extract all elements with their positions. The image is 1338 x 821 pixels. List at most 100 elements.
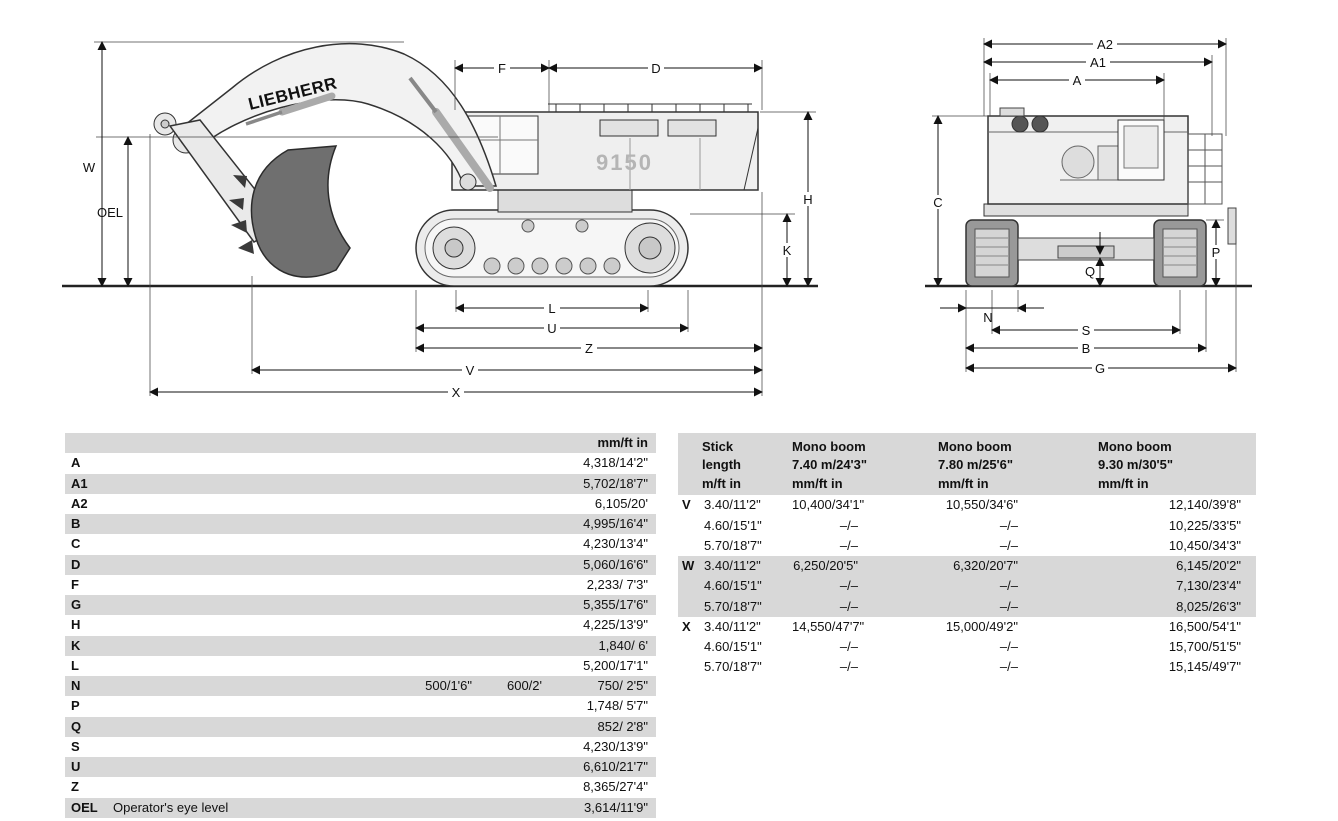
row-value: 4,230/13'4"	[583, 536, 648, 552]
row-label: S	[71, 738, 80, 754]
upper-structure-rear	[987, 107, 1189, 205]
rear-dimension-labels: A2 A1 A C P Q N S B G	[930, 37, 1224, 376]
boom-value-cell: –/–	[839, 659, 858, 675]
row-label: L	[71, 657, 79, 673]
boom-value-cell: –/–	[999, 659, 1018, 675]
stick-row: 4.60/15'1"–/––/–7,130/23'4"	[678, 576, 1256, 597]
row-label: OEL	[71, 799, 98, 815]
row-value: 6,105/20'	[594, 495, 648, 511]
boom-value-cell: 15,000/49'2"	[945, 618, 1018, 634]
row-value: 4,230/13'9"	[583, 738, 648, 754]
stick-length-cell: 4.60/15'1"	[704, 639, 762, 655]
dim-label-u: U	[547, 321, 556, 336]
boom-value-cell: 15,700/51'5"	[1168, 639, 1241, 655]
row-description	[109, 575, 390, 595]
row-alt-value-1	[390, 534, 476, 554]
header-line: Mono boom	[938, 439, 1012, 454]
bucket-teeth	[229, 175, 254, 254]
row-description	[109, 696, 390, 716]
side-view: 9150 LIEBHERR	[62, 41, 818, 400]
dim-label-q: Q	[1085, 264, 1095, 279]
row-value: 2,233/ 7'3"	[586, 576, 648, 592]
row-description	[109, 514, 390, 534]
stick-length-cell: 3.40/11'2"	[704, 497, 761, 513]
dim-label-oel: OEL	[97, 205, 123, 220]
row-alt-value-1	[390, 595, 476, 615]
header-line: m/ft in	[702, 475, 741, 491]
dimension-group-label	[678, 576, 700, 596]
crawler-track-rear-right	[1153, 219, 1207, 287]
boom-value-cell: –/–	[839, 578, 858, 594]
header-line: mm/ft in	[792, 475, 843, 491]
boom-value-cell: 10,400/34'1"	[792, 497, 865, 513]
dim-label-c: C	[933, 195, 942, 210]
boom-value-cell: 14,550/47'7"	[792, 618, 865, 634]
dimension-group-label	[678, 536, 700, 556]
row-description	[109, 717, 390, 737]
row-value: 5,702/18'7"	[583, 475, 648, 491]
dimension-row: F 2,233/ 7'3"	[65, 575, 656, 595]
row-alt-value-2	[476, 494, 546, 514]
row-label: F	[71, 576, 79, 592]
crawler-track-side	[415, 209, 689, 287]
row-value: 4,995/16'4"	[583, 516, 648, 531]
row-description: Operator's eye level	[113, 799, 229, 815]
row-label: N	[71, 678, 81, 693]
row-label: G	[71, 597, 82, 612]
header-line: mm/ft in	[938, 475, 989, 491]
boom-value-cell: 10,450/34'3"	[1168, 537, 1241, 553]
car-body-riser	[497, 187, 633, 213]
excavator-side: 9150 LIEBHERR	[153, 43, 759, 287]
stick-table-section: Stick length m/ft in Mono boom 7.40 m/24…	[678, 433, 1256, 678]
stick-length-header: Stick length m/ft in	[678, 433, 788, 495]
row-alt-value-1	[390, 757, 476, 777]
dim-label-d: D	[651, 61, 660, 76]
dimension-group-label	[678, 597, 700, 617]
header-line: length	[702, 457, 741, 473]
row-alt-value-1	[390, 696, 476, 716]
boom-value-cell: 8,025/26'3"	[1176, 598, 1241, 614]
boom-value-cell: –/–	[999, 517, 1018, 533]
header-line: mm/ft in	[1098, 475, 1149, 491]
row-label: A2	[71, 495, 88, 511]
dim-label-a: A	[1073, 73, 1082, 88]
bucket	[250, 145, 351, 278]
rear-view: A2 A1 A C P Q N S B G	[925, 37, 1252, 376]
boom-value-cell: 10,550/34'6"	[945, 497, 1018, 513]
row-alt-value-2	[476, 514, 546, 534]
row-alt-value-2	[476, 717, 546, 737]
upper-structure-side: 9150	[451, 103, 759, 191]
row-value: 4,225/13'9"	[583, 617, 648, 633]
row-alt-value-2	[476, 453, 546, 473]
row-alt-value-2	[476, 615, 546, 635]
row-value: 4,318/14'2"	[583, 455, 648, 471]
row-alt-value-1	[390, 453, 476, 473]
row-alt-value-1	[390, 615, 476, 635]
mono-boom-930-header: Mono boom 9.30 m/30'5" mm/ft in	[1084, 433, 1256, 495]
row-description	[109, 757, 390, 777]
railing	[1187, 133, 1223, 205]
dimensional-diagram: 9150 LIEBHERR	[62, 37, 1252, 400]
dimension-group-label	[678, 637, 700, 657]
row-description	[109, 453, 390, 473]
row-value: 8,365/27'4"	[583, 779, 648, 795]
row-alt-value-2	[476, 534, 546, 554]
boom-cylinder	[432, 108, 494, 192]
header-line: Mono boom	[1098, 439, 1172, 454]
boom-value-cell: 6,250/20'5"	[793, 558, 858, 574]
dim-label-f: F	[498, 61, 506, 76]
dimension-group-label	[678, 516, 700, 536]
stick-row: 5.70/18'7"–/––/–8,025/26'3"	[678, 596, 1256, 617]
